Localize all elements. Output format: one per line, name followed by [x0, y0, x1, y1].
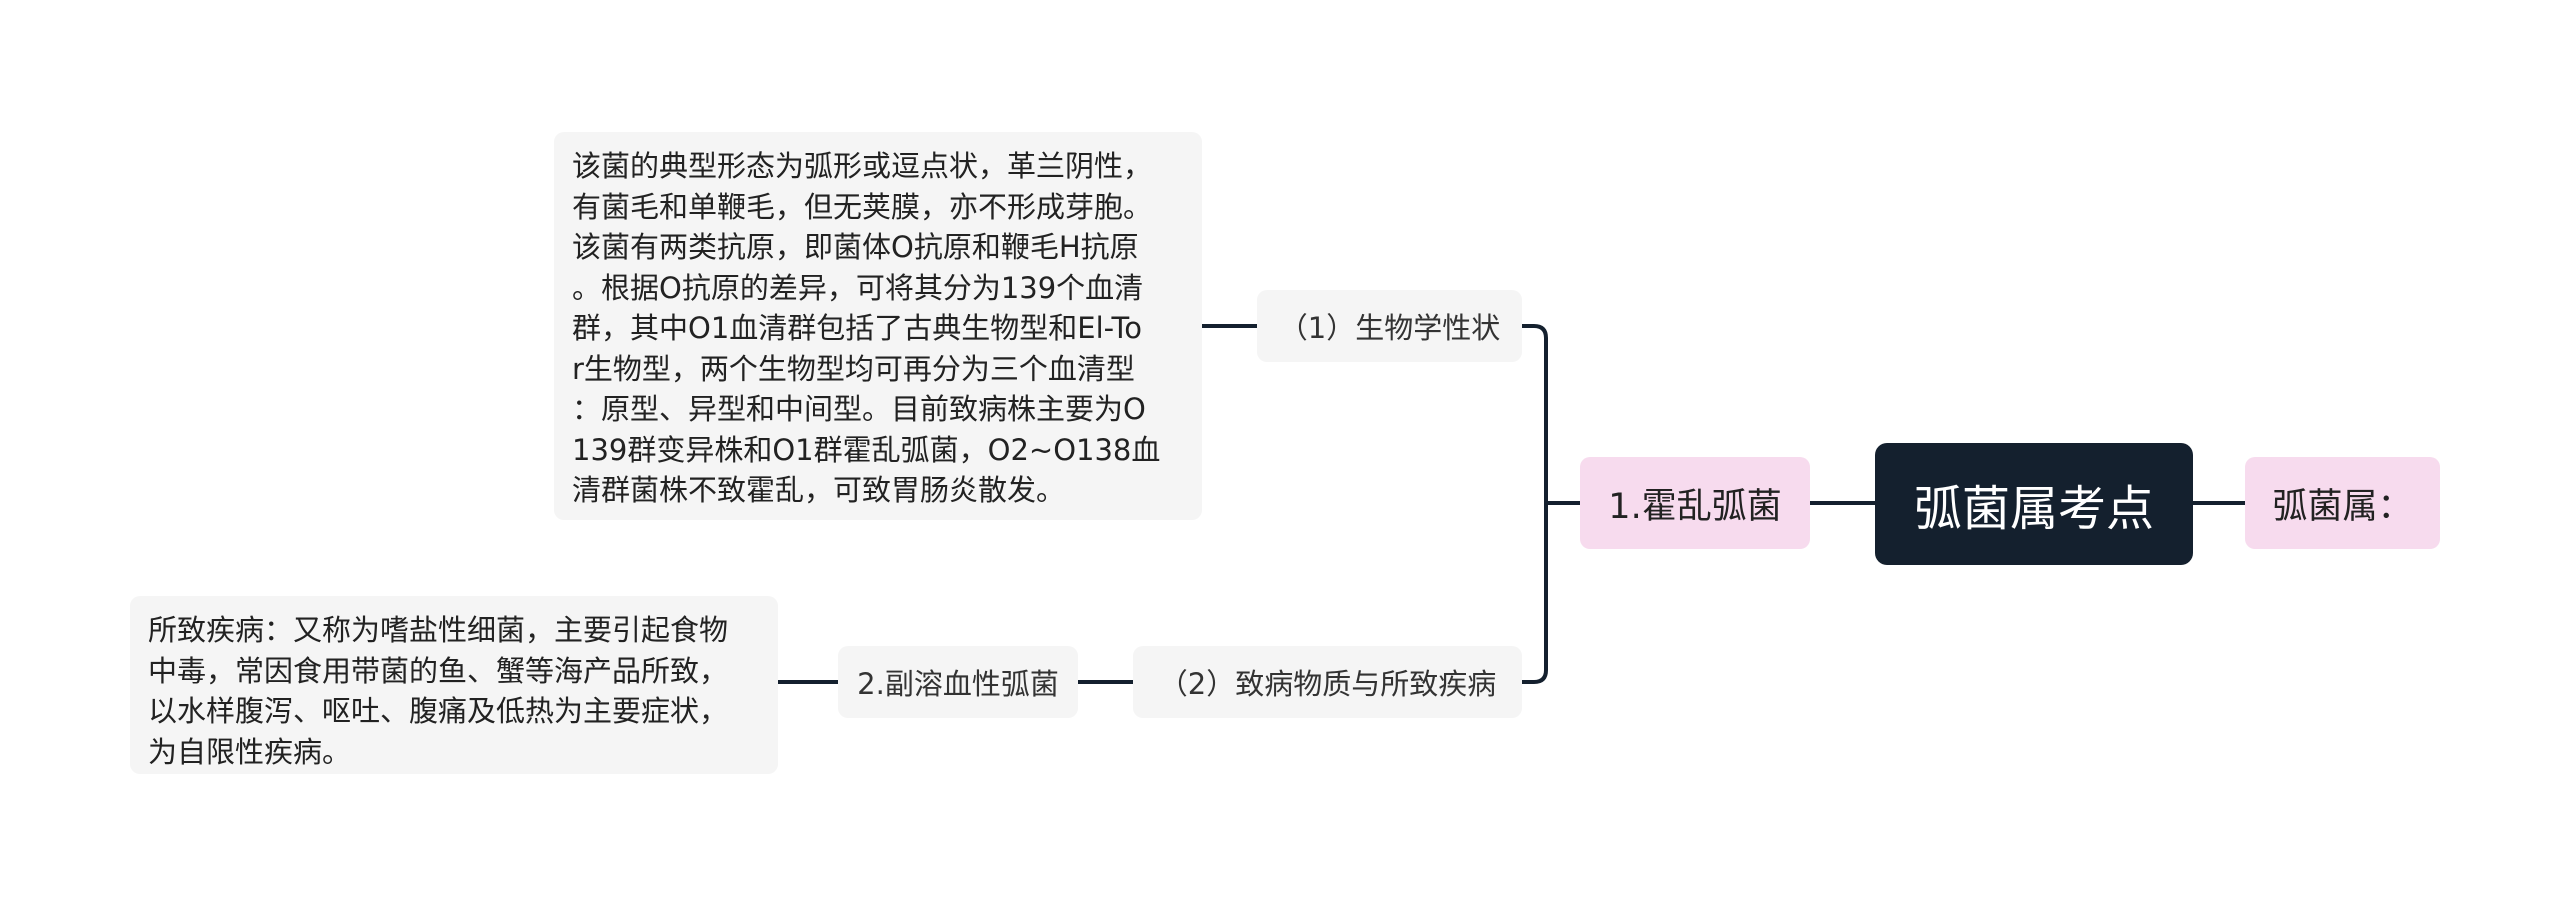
- branch-vibrio-parahaemolyticus-label: 2.副溶血性弧菌: [857, 667, 1059, 701]
- detail-line: 中毒，常因食用带菌的鱼、蟹等海产品所致，: [148, 653, 729, 688]
- detail-biological-traits[interactable]: 该菌的典型形态为弧形或逗点状，革兰阴性， 有菌毛和单鞭毛，但无荚膜，亦不形成芽胞。…: [554, 132, 1202, 520]
- detail-line: 以水样腹泻、呕吐、腹痛及低热为主要症状，: [148, 694, 729, 728]
- detail-line: ：原型、异型和中间型。目前致病株主要为O: [572, 392, 1146, 426]
- detail-line: 有菌毛和单鞭毛，但无荚膜，亦不形成芽胞。: [572, 189, 1153, 224]
- branch-pathogenic-factors-label: （2）致病物质与所致疾病: [1158, 667, 1497, 701]
- branch-pathogenic-factors[interactable]: （2）致病物质与所致疾病: [1133, 646, 1522, 718]
- detail-line: 139群变异株和O1群霍乱弧菌，O2~O138血: [572, 432, 1161, 467]
- root-topic-label: 弧菌属考点: [1913, 481, 2154, 537]
- branch-vibrio-cholerae[interactable]: 1.霍乱弧菌: [1580, 457, 1810, 549]
- detail-vibrio-parahaemolyticus[interactable]: 所致疾病：又称为嗜盐性细菌，主要引起食物中毒，常因食用带菌的鱼、蟹等海产品所致，…: [130, 596, 778, 774]
- detail-line: 该菌有两类抗原，即菌体O抗原和鞭毛H抗原: [572, 230, 1139, 264]
- detail-line: 群，其中O1血清群包括了古典生物型和El-To: [572, 311, 1142, 345]
- branch-vibrio-genus[interactable]: 弧菌属：: [2245, 457, 2440, 549]
- detail-line: 该菌的典型形态为弧形或逗点状，革兰阴性，: [572, 149, 1153, 183]
- branch-biological-traits[interactable]: （1）生物学性状: [1257, 290, 1522, 362]
- detail-line: 为自限性疾病。: [148, 734, 352, 769]
- connector-main-bracket: [1520, 324, 1548, 684]
- branch-biological-traits-label: （1）生物学性状: [1278, 311, 1501, 345]
- branch-vibrio-genus-label: 弧菌属：: [2272, 486, 2413, 527]
- detail-line: 。根据O抗原的差异，可将其分为139个血清: [572, 270, 1144, 305]
- root-topic[interactable]: 弧菌属考点: [1875, 443, 2193, 565]
- branch-vibrio-parahaemolyticus[interactable]: 2.副溶血性弧菌: [838, 646, 1078, 718]
- branch-vibrio-cholerae-label: 1.霍乱弧菌: [1608, 486, 1782, 527]
- detail-line: r生物型，两个生物型均可再分为三个血清型: [572, 351, 1135, 386]
- detail-line: 清群菌株不致霍乱，可致胃肠炎散发。: [572, 473, 1066, 507]
- detail-line: 所致疾病：又称为嗜盐性细菌，主要引起食物: [148, 613, 729, 647]
